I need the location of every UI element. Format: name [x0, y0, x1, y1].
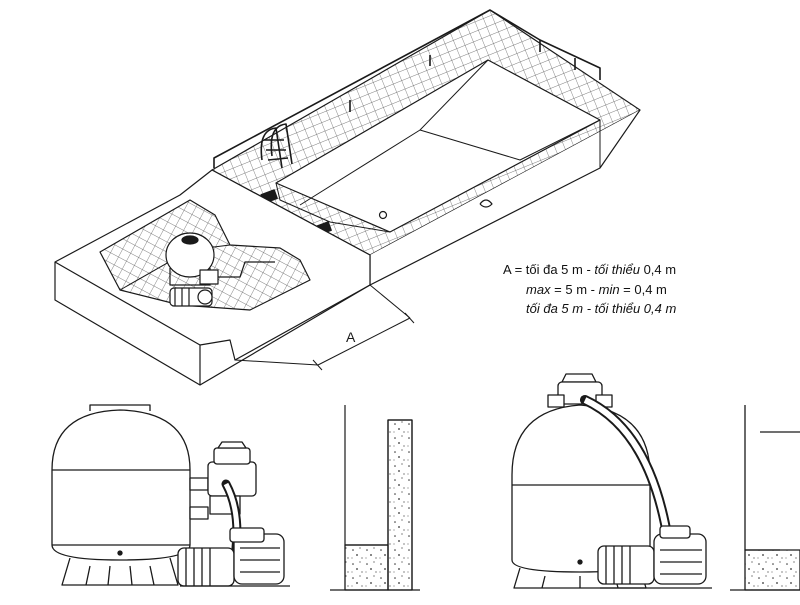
spec-line-1-a: A = tối đa 5 m - — [503, 262, 595, 277]
spec-line-1-c: 0,4 m — [639, 262, 677, 277]
sand-filter-tank — [51, 404, 191, 586]
section-above-level — [511, 373, 800, 591]
filter-ports — [189, 477, 209, 520]
spec-line-2-c: min — [598, 282, 620, 297]
spec-line-2: max = 5 m - min = 0,4 m — [526, 282, 667, 298]
pool-handrail — [213, 9, 601, 168]
pit-pump — [169, 287, 213, 307]
section-below-level — [51, 404, 420, 591]
spec-line-1: A = tối đa 5 m - tối thiểu 0,4 m — [503, 262, 676, 278]
pool-wall-section-1 — [330, 405, 420, 591]
pool-isometric: A — [54, 9, 641, 386]
spec-line-2-d: = 0,4 m — [619, 282, 667, 297]
dimension-a-label: A — [346, 329, 356, 345]
spec-line-3-b: tối thiểu — [594, 301, 641, 316]
top-multiport-valve — [547, 373, 613, 408]
multiport-valve — [207, 441, 257, 515]
dimension-a — [234, 284, 415, 371]
pit-filter — [165, 232, 275, 286]
spec-line-1-b: tối thiểu — [594, 262, 640, 277]
return-inlet — [378, 210, 388, 220]
spec-line-2-b: = 5 m - — [550, 282, 599, 297]
pool-ladder — [260, 123, 293, 169]
pool-inner-wall — [275, 182, 391, 233]
wall-fitting — [479, 199, 493, 208]
spec-line-3: tối đa 5 m - tối thiểu 0,4 m — [526, 301, 676, 317]
spec-line-3-a: tối đa 5 m - — [526, 301, 595, 316]
spec-line-3-c: 0,4 m — [640, 301, 677, 316]
pool-floor-slope — [299, 119, 601, 206]
spec-line-2-a: max — [526, 282, 551, 297]
pump-below — [177, 527, 290, 587]
pool-wall-section-2 — [730, 405, 800, 591]
pump-above — [597, 525, 712, 589]
